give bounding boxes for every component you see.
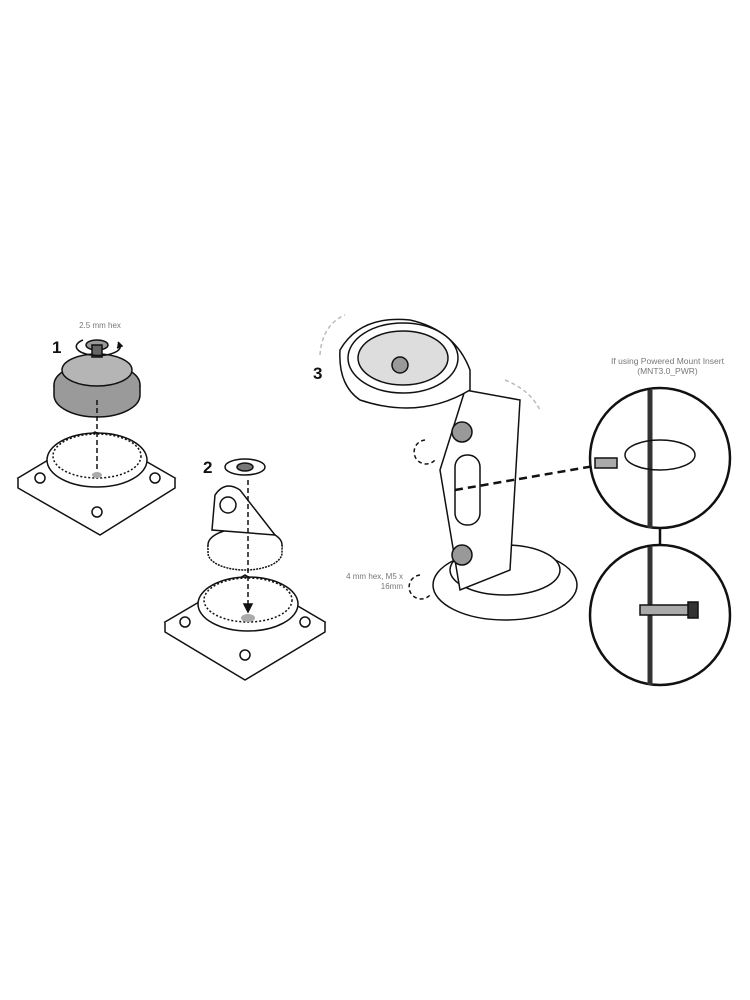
hex-key-icon [413, 439, 436, 465]
step3-out-front-mount [339, 318, 578, 621]
step-2-number: 2 [203, 458, 213, 477]
hex-key-icon [408, 574, 431, 600]
step-1-number: 1 [52, 338, 62, 357]
step-1-tool-label: 2.5 mm hex [79, 321, 121, 330]
callout-line-1: If using Powered Mount Insert [611, 356, 724, 366]
step-3-tool-label: 4 mm hex, M5 x 16mm [346, 572, 403, 591]
rotate-arrow-icon [504, 379, 541, 411]
step1-screw-icon [75, 339, 124, 358]
detail-zip-tie-loose [588, 386, 732, 530]
step2-screw-icon [224, 458, 266, 476]
step2-base-plate [163, 574, 327, 681]
step1-mount-disc [53, 353, 141, 418]
step2-gopro-adapter [207, 485, 283, 571]
step-3-number: 3 [313, 364, 323, 383]
detail-zip-tie-tight [588, 543, 732, 687]
callout-line-2: (MNT3.0_PWR) [637, 366, 698, 376]
powered-insert-callout: If using Powered Mount Insert (MNT3.0_PW… [585, 356, 750, 376]
rotate-arrow-icon [319, 314, 346, 356]
callout-leader-line [454, 463, 601, 492]
step1-base-plate [16, 431, 177, 536]
